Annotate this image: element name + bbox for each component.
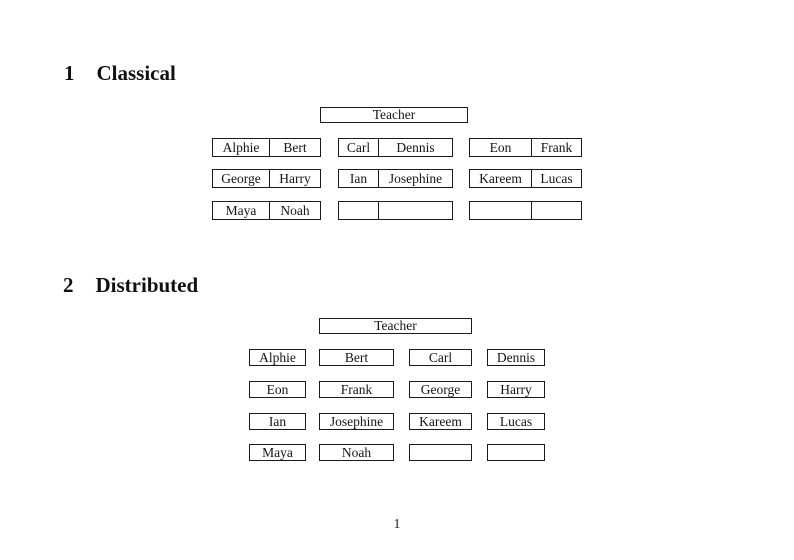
desk-pair-box: Kareem Lucas (469, 169, 582, 188)
desk-seat: Bert (283, 139, 307, 155)
desk-seat-empty (532, 202, 581, 219)
desk-seat: Harry (279, 170, 311, 186)
desk-seat: Carl (339, 139, 379, 156)
desk-box: Carl (409, 349, 472, 366)
desk-pair-box: Carl Dennis (338, 138, 453, 157)
desk-seat: Dennis (396, 139, 435, 155)
desk-seat: Ian (339, 170, 379, 187)
desk-pair-box: Alphie Bert (212, 138, 321, 157)
desk-box: Frank (319, 381, 394, 398)
desk-seat-empty (339, 202, 379, 219)
desk-box: Josephine (319, 413, 394, 430)
desk-seat: Noah (280, 202, 310, 218)
section-number: 1 (64, 61, 75, 85)
desk-pair-box: Ian Josephine (338, 169, 453, 188)
desk-box-empty (409, 444, 472, 461)
teacher-box-classical: Teacher (320, 107, 468, 123)
desk-seat: Frank (540, 139, 573, 155)
desk-box: Kareem (409, 413, 472, 430)
section-number: 2 (63, 273, 74, 297)
desk-box: Lucas (487, 413, 545, 430)
desk-seat: Kareem (470, 170, 532, 187)
desk-box-empty (487, 444, 545, 461)
desk-box: Maya (249, 444, 306, 461)
desk-box: Eon (249, 381, 306, 398)
desk-seat: Eon (470, 139, 532, 156)
desk-seat: Josephine (388, 170, 443, 186)
desk-box: Harry (487, 381, 545, 398)
page-number: 1 (393, 517, 401, 532)
desk-box: Alphie (249, 349, 306, 366)
desk-seat-empty (470, 202, 532, 219)
teacher-box-distributed: Teacher (319, 318, 472, 334)
desk-pair-box: Eon Frank (469, 138, 582, 157)
desk-seat: George (213, 170, 270, 187)
section-heading-distributed: 2 Distributed (63, 274, 198, 296)
desk-box: Dennis (487, 349, 545, 366)
desk-pair-box-empty (469, 201, 582, 220)
desk-pair-box: Maya Noah (212, 201, 321, 220)
desk-pair-box: George Harry (212, 169, 321, 188)
desk-box: Noah (319, 444, 394, 461)
desk-seat: Maya (213, 202, 270, 219)
desk-seat: Lucas (540, 170, 573, 186)
desk-seat-empty (379, 202, 452, 219)
desk-box: Ian (249, 413, 306, 430)
section-title: Distributed (95, 273, 199, 297)
desk-box: George (409, 381, 472, 398)
desk-box: Bert (319, 349, 394, 366)
desk-seat: Alphie (213, 139, 270, 156)
section-title: Classical (96, 61, 176, 85)
desk-pair-box-empty (338, 201, 453, 220)
section-heading-classical: 1 Classical (64, 62, 176, 84)
